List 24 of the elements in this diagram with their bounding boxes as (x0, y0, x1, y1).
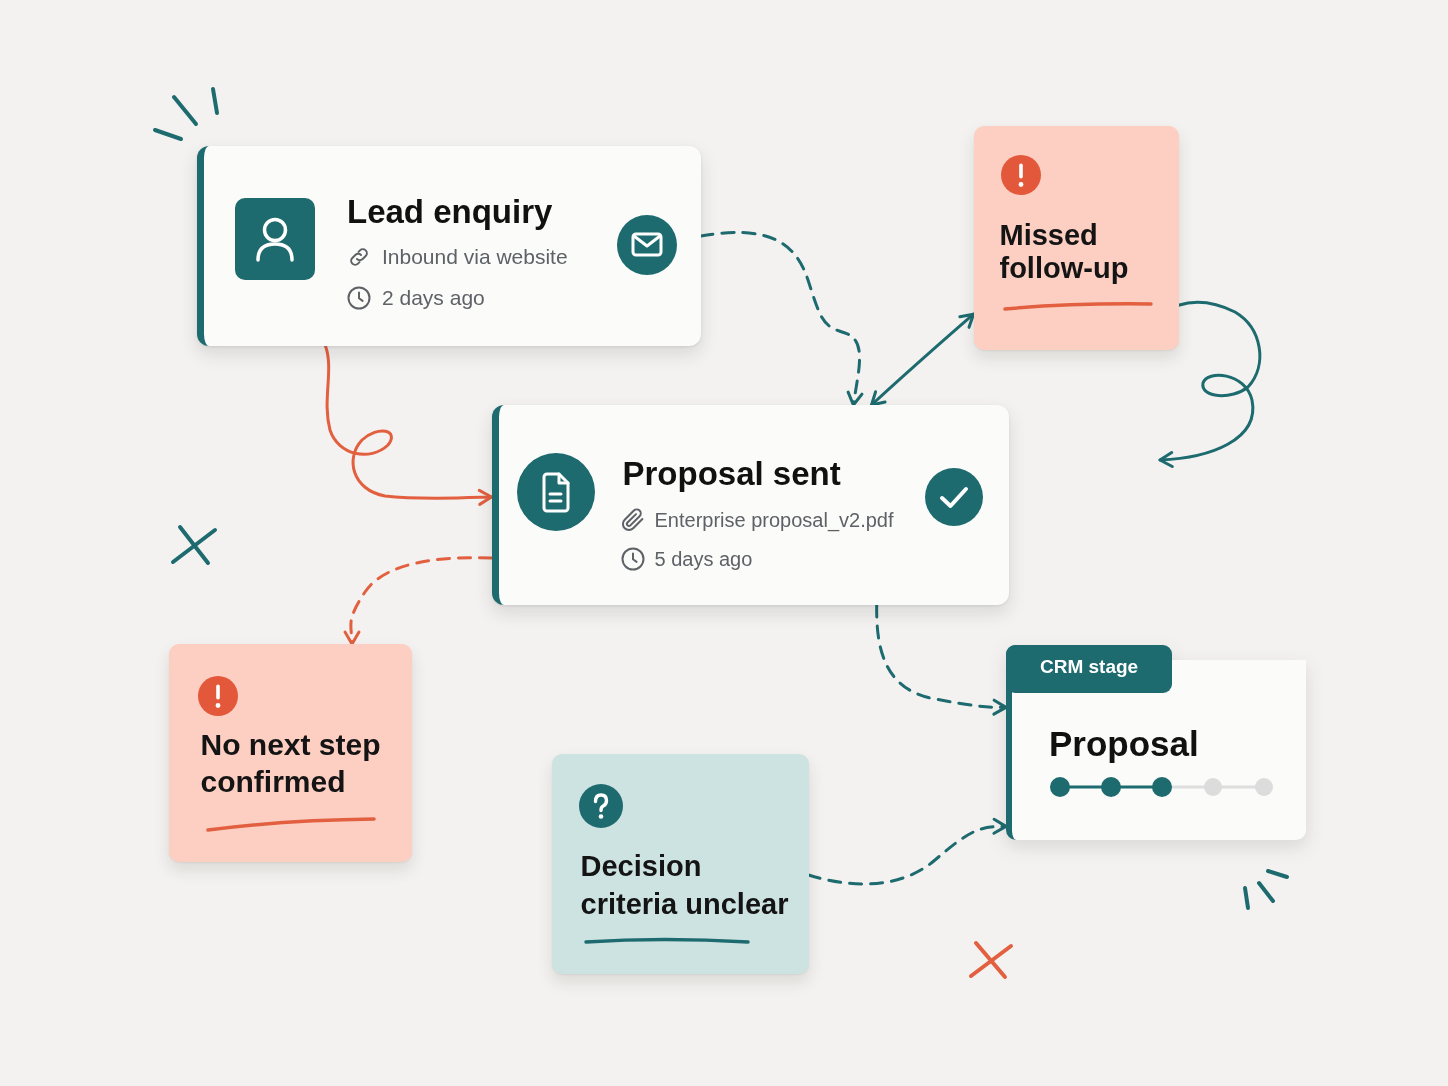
note-text: No next step confirmed (200, 727, 382, 800)
note-text: Missed follow-up (999, 219, 1130, 285)
stage-tab: CRM stage (1006, 645, 1172, 693)
card-title: Lead enquiry (347, 193, 553, 231)
card-title: Proposal sent (622, 455, 841, 493)
sticky-note (551, 754, 809, 974)
dashed-arrow (807, 817, 1008, 886)
dashed-arrow (699, 231, 864, 407)
attachment-filename: Enterprise proposal_v2.pdf (654, 508, 894, 533)
sticky-note (168, 644, 412, 862)
timestamp: 2 days ago (382, 285, 485, 311)
timestamp: 5 days ago (654, 547, 753, 572)
curly-arrow (1158, 300, 1262, 468)
sticky-note (973, 126, 1179, 350)
note-text: Decision criteria unclear (580, 849, 790, 922)
curly-arrow (324, 344, 493, 506)
activity-card (491, 405, 1009, 605)
source-text: Inbound via website (382, 244, 568, 270)
dashed-arrow (875, 603, 1008, 716)
dashed-arrow (343, 556, 493, 646)
stage-card (1006, 645, 1306, 840)
stage-name: Proposal (1049, 724, 1199, 764)
activity-card (197, 146, 701, 346)
double-arrow (870, 312, 975, 407)
